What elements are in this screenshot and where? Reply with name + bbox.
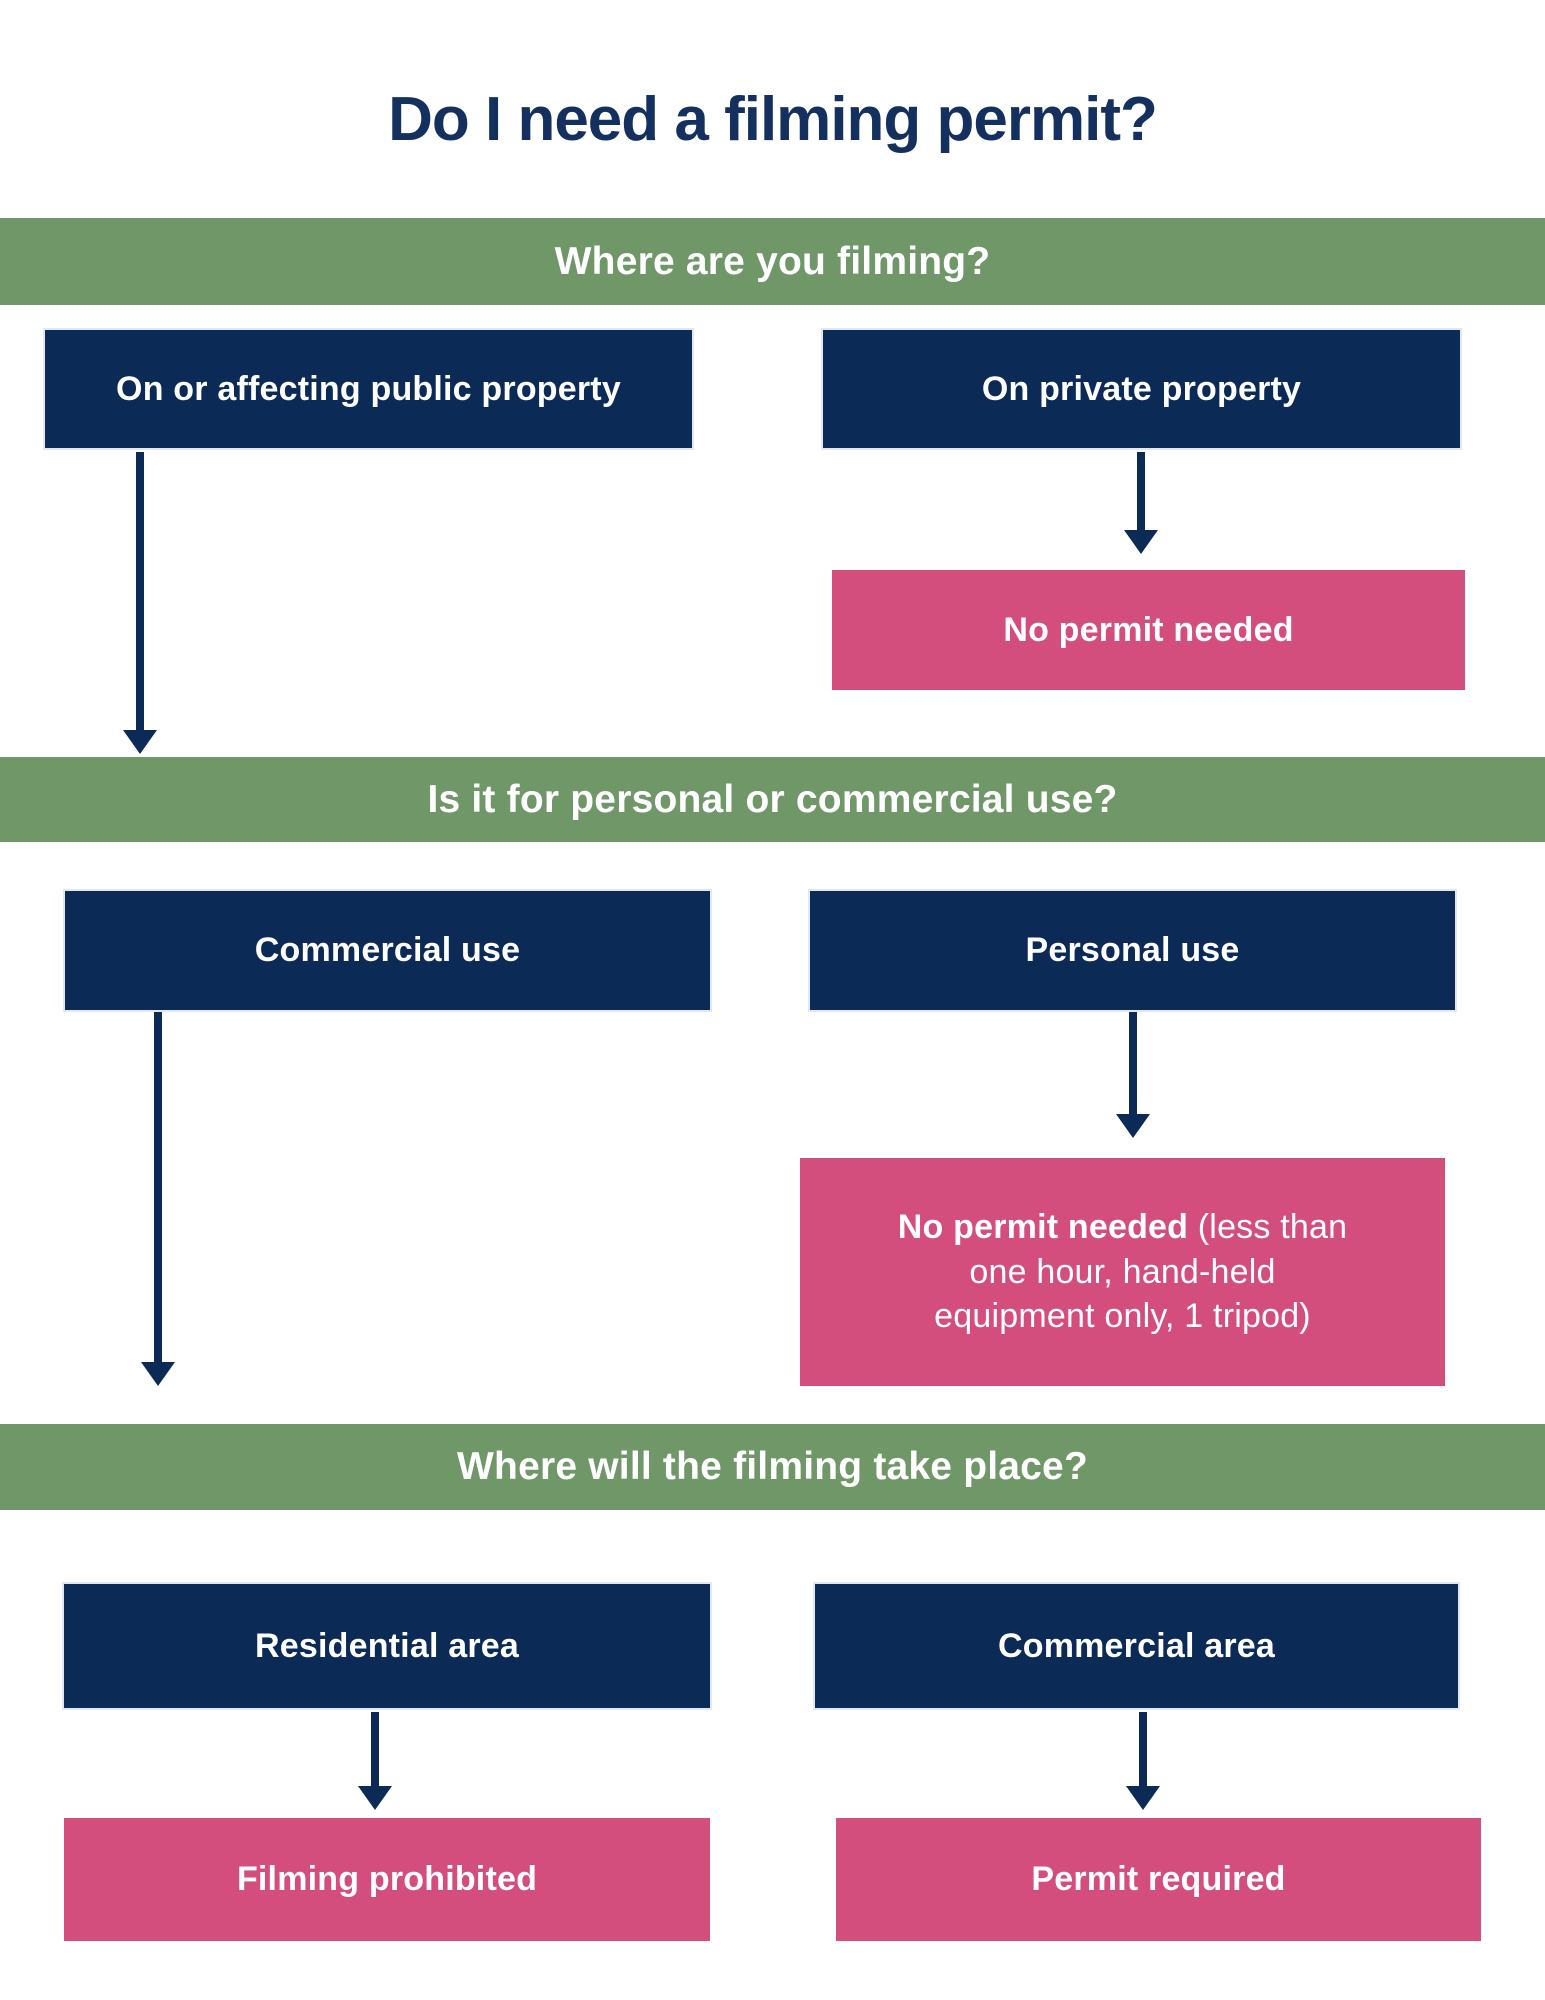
node-personal-use: Personal use — [810, 891, 1455, 1010]
outcome-no-permit-personal-line3: equipment only, 1 tripod) — [934, 1297, 1311, 1336]
arrow-head — [1124, 530, 1158, 554]
outcome-no-permit-personal-line1: No permit needed (less than — [898, 1205, 1347, 1250]
node-residential-area-label: Residential area — [255, 1626, 519, 1665]
node-private-property-label: On private property — [981, 369, 1302, 408]
arrow-line — [371, 1712, 379, 1786]
outcome-filming-prohibited: Filming prohibited — [64, 1818, 710, 1941]
question-band-where-filming-label: Where are you filming? — [554, 239, 991, 283]
arrow-head — [1126, 1786, 1160, 1810]
node-public-property: On or affecting public property — [45, 330, 692, 448]
arrow-line — [1137, 452, 1145, 530]
node-commercial-use-label: Commercial use — [254, 931, 521, 969]
outcome-permit-required: Permit required — [836, 1818, 1481, 1941]
arrow-head — [123, 730, 157, 754]
arrow-residential-to-prohibited-icon — [358, 1712, 392, 1810]
outcome-no-permit-personal: No permit needed (less than one hour, ha… — [800, 1158, 1445, 1386]
outcome-no-permit-personal-line2: one hour, hand-held — [969, 1252, 1276, 1291]
node-residential-area: Residential area — [64, 1584, 710, 1708]
node-commercial-area: Commercial area — [815, 1584, 1458, 1708]
arrow-commercial-area-to-permit-icon — [1126, 1712, 1160, 1810]
question-band-filming-location: Where will the filming take place? — [0, 1424, 1545, 1510]
question-band-personal-or-commercial-label: Is it for personal or commercial use? — [427, 777, 1118, 821]
arrow-line — [1129, 1012, 1137, 1114]
arrow-line — [136, 452, 144, 730]
outcome-no-permit-private-label: No permit needed — [1003, 610, 1294, 649]
arrow-line — [1139, 1712, 1147, 1786]
question-band-filming-location-label: Where will the filming take place? — [457, 1445, 1088, 1488]
arrow-personal-to-no-permit-icon — [1116, 1012, 1150, 1138]
node-public-property-label: On or affecting public property — [116, 369, 621, 408]
arrow-private-to-no-permit-icon — [1124, 452, 1158, 554]
node-commercial-area-label: Commercial area — [997, 1626, 1276, 1665]
outcome-no-permit-personal-detail-start: (less than — [1188, 1207, 1348, 1246]
arrow-head — [141, 1362, 175, 1386]
page-title: Do I need a filming permit? — [388, 85, 1158, 154]
node-private-property: On private property — [823, 330, 1460, 448]
question-band-personal-or-commercial: Is it for personal or commercial use? — [0, 757, 1545, 842]
outcome-filming-prohibited-label: Filming prohibited — [236, 1860, 538, 1898]
arrow-line — [154, 1012, 162, 1362]
arrow-head — [1116, 1114, 1150, 1138]
node-commercial-use: Commercial use — [65, 891, 710, 1010]
arrow-commercial-to-question3-icon — [141, 1012, 175, 1386]
node-personal-use-label: Personal use — [1025, 931, 1240, 969]
outcome-no-permit-personal-emphasis: No permit needed — [897, 1207, 1189, 1246]
arrow-head — [358, 1786, 392, 1810]
outcome-no-permit-private: No permit needed — [832, 570, 1465, 690]
outcome-permit-required-label: Permit required — [1031, 1860, 1286, 1898]
arrow-public-to-question2-icon — [123, 452, 157, 754]
question-band-where-filming: Where are you filming? — [0, 218, 1545, 305]
